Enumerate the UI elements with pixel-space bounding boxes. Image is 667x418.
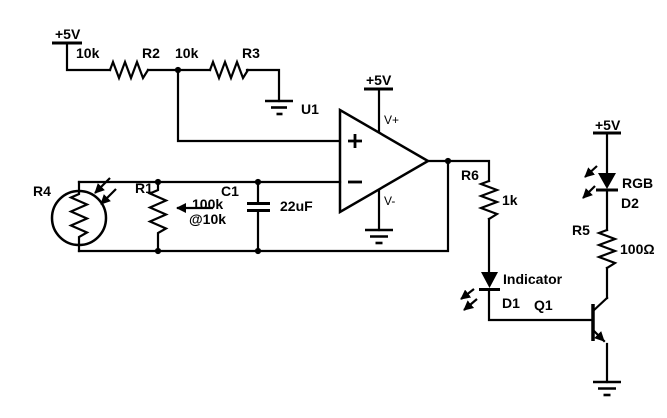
capacitor-plates-icon xyxy=(247,202,270,212)
r4-ref-label: R4 xyxy=(33,183,51,199)
resistor-zigzag-icon xyxy=(595,228,619,270)
light-ray-arrow-icon xyxy=(100,188,117,205)
light-ray-arrow-icon xyxy=(582,185,596,199)
u1-ref-label: U1 xyxy=(301,101,319,117)
wire xyxy=(65,41,112,72)
d2-name-label: RGB xyxy=(622,175,653,191)
light-ray-arrow-icon xyxy=(584,165,598,178)
r6-ref-label: R6 xyxy=(461,167,479,183)
transistor-q1: Q1 xyxy=(534,296,621,397)
r1-value-label: 100k xyxy=(192,196,223,212)
vcc-label: +5V xyxy=(366,72,392,88)
ground-symbol xyxy=(593,380,621,397)
resistor-r3: 10k R3 xyxy=(175,45,293,116)
led-d1: Indicator D1 xyxy=(460,271,594,322)
r1-ref-label: R1 xyxy=(135,180,153,196)
vplus-pin-label: V+ xyxy=(384,113,399,127)
resistor-zigzag-icon xyxy=(68,189,90,247)
resistor-r5: R5 100Ω xyxy=(572,222,655,300)
capacitor-c1: C1 22uF xyxy=(221,178,313,255)
junction-dot xyxy=(254,178,262,186)
wire xyxy=(245,68,281,103)
r2-ref-label: R2 xyxy=(142,45,160,61)
noninverting-plus-sign-icon xyxy=(348,134,362,148)
output-wire xyxy=(426,159,491,183)
r3-value-label: 10k xyxy=(175,45,199,61)
r2-value-label: 10k xyxy=(76,45,100,61)
led-triangle-icon xyxy=(598,173,616,189)
opamp-u1: U1 +5V V+ V- xyxy=(301,72,491,245)
resistor-zigzag-icon xyxy=(108,58,150,82)
collector-lead xyxy=(591,296,609,313)
light-ray-arrow-icon xyxy=(460,288,475,300)
resistor-r6: R6 1k xyxy=(461,167,518,274)
r5-value-label: 100Ω xyxy=(620,241,655,257)
d1-name-label: Indicator xyxy=(503,271,563,287)
ground-symbol xyxy=(365,228,393,245)
light-ray-arrow-icon xyxy=(94,177,111,194)
r6-value-label: 1k xyxy=(502,192,518,208)
vcc-supply-top-left: +5V xyxy=(52,26,112,72)
d2-ref-label: D2 xyxy=(621,195,639,211)
junction-dot xyxy=(254,247,262,255)
junction-dot xyxy=(154,178,162,186)
r5-ref-label: R5 xyxy=(572,222,590,238)
vminus-pin-label: V- xyxy=(384,194,395,208)
photoresistor-r4: R4 xyxy=(33,177,117,253)
potentiometer-r1: R1 100k @10k xyxy=(135,178,226,255)
opamp-triangle-icon xyxy=(338,107,431,215)
led-triangle-icon xyxy=(481,272,498,288)
emitter-lead-arrow-icon xyxy=(591,328,606,343)
d1-ref-label: D1 xyxy=(502,295,520,311)
led-d2: RGB D2 xyxy=(582,165,653,232)
resistor-zigzag-icon xyxy=(208,58,250,82)
c1-ref-label: C1 xyxy=(221,183,239,199)
resistor-zigzag-icon xyxy=(477,179,501,221)
vcc-supply-led: +5V xyxy=(593,117,621,175)
vcc-label: +5V xyxy=(55,26,81,42)
ground-symbol xyxy=(265,99,293,116)
junction-dot xyxy=(174,66,182,74)
wire-to-base xyxy=(487,288,594,322)
r3-ref-label: R3 xyxy=(242,45,260,61)
q1-ref-label: Q1 xyxy=(534,297,553,313)
junction-dot xyxy=(154,247,162,255)
wire-to-noninverting-input xyxy=(176,68,342,143)
r1-setting-label: @10k xyxy=(189,211,226,227)
c1-value-label: 22uF xyxy=(280,198,313,214)
vcc-label: +5V xyxy=(595,117,621,133)
resistor-zigzag-icon xyxy=(147,180,169,253)
bottom-rail-wire xyxy=(77,159,450,253)
light-ray-arrow-icon xyxy=(463,298,478,311)
